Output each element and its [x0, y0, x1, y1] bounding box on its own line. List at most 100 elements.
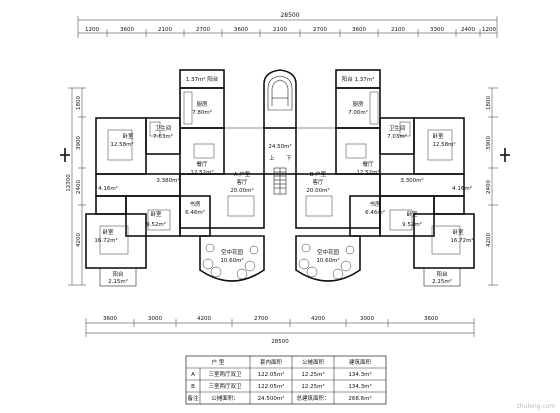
garden-left-area: 10.60m²	[220, 257, 243, 264]
left-total-dimension: 12300	[66, 174, 72, 192]
right-dimension-chain: 1800 3900 2400 4200	[486, 87, 510, 286]
table-row-b-shared: 12.25m²	[301, 383, 324, 390]
study-right-label: 书房	[369, 200, 381, 208]
left-sky-garden	[199, 235, 265, 282]
top-dim-5: 3600	[234, 27, 248, 33]
top-dim-4: 2700	[196, 27, 210, 33]
dining-left-area: 12.52m²	[190, 169, 213, 176]
kitchen-right-label: 厨房	[352, 100, 364, 108]
center-core	[263, 69, 297, 195]
watermark: zhulong.com	[517, 403, 556, 410]
living-left-area: 20.00m²	[230, 187, 253, 194]
right-dim-1: 1800	[486, 96, 492, 110]
balcony-bl-area: 2.15m²	[108, 278, 128, 285]
top-dim-9: 2100	[391, 27, 405, 33]
top-total-dimension: 28500	[280, 12, 299, 19]
bedroom-br-label: 卧室	[452, 228, 464, 236]
bedroom-tr-area: 12.58m²	[432, 141, 455, 148]
top-dim-3: 2100	[158, 27, 172, 33]
bedroom-mr-area: 9.52m²	[402, 221, 422, 228]
table-row-a-inner: 122.05m²	[258, 371, 285, 378]
table-row-b-building: 134.3m²	[348, 383, 371, 390]
closet-left-area: 4.16m²	[98, 185, 118, 192]
top-dim-11: 2400	[461, 27, 475, 33]
bottom-dimension-chain: 3600 3000 4200 2700 4200 3000 3600 28500	[85, 316, 475, 345]
left-dimension-chain: 12300 1800 3900 2400 4200	[60, 87, 86, 286]
stair-down-label: 下	[286, 155, 292, 162]
table-footer-note: 备注	[187, 394, 199, 402]
balcony-br-label: 阳台	[436, 270, 448, 278]
bath-right-label: 卫生间	[389, 124, 406, 132]
kitchen-left-area: 7.80m²	[192, 109, 212, 116]
balcony-br-area: 2.15m²	[432, 278, 452, 285]
right-dim-3: 2400	[486, 180, 492, 194]
table-row-b-layout: 三室两厅双卫	[208, 382, 242, 390]
table-row-a-shared: 12.25m²	[301, 371, 324, 378]
corridor-left-area: 3.380m²	[156, 177, 179, 184]
bottom-dim-4: 2700	[254, 316, 268, 322]
table-header-building-area: 建筑面积	[349, 358, 372, 366]
top-dim-2: 3600	[120, 27, 134, 33]
top-dim-1: 1200	[85, 27, 99, 33]
core-labels: 24.50m² 上 下	[268, 143, 292, 162]
top-dim-12: 1200	[482, 27, 496, 33]
table-footer-shared-value: 24.500m²	[258, 395, 285, 402]
top-dim-10: 3300	[430, 27, 444, 33]
furniture	[99, 91, 461, 255]
right-room-labels: 阳台 1.37m² 厨房 7.00m² 卫生间 7.03m² 卧室 12.58m…	[306, 75, 473, 285]
right-dim-2: 3900	[486, 136, 492, 150]
bottom-total-dimension: 28500	[271, 339, 289, 345]
left-unit-walls	[85, 69, 265, 287]
bedroom-bl-area: 16.72m²	[94, 237, 117, 244]
core-area: 24.50m²	[268, 143, 291, 150]
right-dim-4: 4200	[486, 233, 492, 247]
table-row-b-inner: 122.05m²	[258, 383, 285, 390]
bedroom-tr-label: 卧室	[432, 132, 444, 140]
bottom-dim-6: 3000	[360, 316, 374, 322]
top-dim-8: 3600	[352, 27, 366, 33]
table-header-unit: 户 型	[212, 358, 225, 366]
left-dim-1: 1800	[76, 96, 82, 110]
bath-left-area: 7.03m²	[153, 133, 173, 140]
left-room-labels: 1.37m² 阳台 厨房 7.80m² 卫生间 7.03m² 卧室 12.58m…	[94, 75, 253, 285]
left-dim-2: 3900	[76, 136, 82, 150]
top-dim-6: 2100	[273, 27, 287, 33]
bottom-dim-3: 4200	[197, 316, 211, 322]
bedroom-mr-label: 卧室	[406, 210, 418, 218]
dining-right-label: 餐厅	[362, 160, 374, 168]
bedroom-br-area: 16.72m²	[450, 237, 473, 244]
table-header-shared-area: 公摊面积	[302, 358, 325, 366]
table-footer-total-value: 268.6m²	[348, 395, 371, 402]
bath-right-area: 7.03m²	[387, 133, 407, 140]
bedroom-tl-area: 12.58m²	[110, 141, 133, 148]
unit-left-label: A 户型	[234, 170, 251, 178]
table-row-b-type: B	[191, 384, 195, 390]
right-unit-walls	[295, 69, 475, 287]
top-dimension-chain: 28500 1200 3600 2100 2700 3600 2100 2700…	[77, 12, 498, 38]
table-row-a-building: 134.3m²	[348, 371, 371, 378]
kitchen-left-label: 厨房	[196, 100, 208, 108]
area-table: 户 型 套内面积 公摊面积 建筑面积 A 三室两厅双卫 122.05m² 12.…	[185, 355, 387, 405]
living-right-label: 客厅	[312, 178, 324, 186]
dining-right-area: 12.52m²	[356, 169, 379, 176]
dining-left-label: 餐厅	[196, 160, 208, 168]
living-right-area: 20.00m²	[306, 187, 329, 194]
stair-up-label: 上	[269, 154, 275, 162]
study-left-label: 书房	[189, 200, 201, 208]
balcony-top-right-label: 阳台 1.37m²	[342, 75, 375, 83]
garden-right-area: 10.60m²	[316, 257, 339, 264]
bottom-dim-2: 3000	[148, 316, 162, 322]
bedroom-bl-label: 卧室	[102, 228, 114, 236]
top-dim-7: 2700	[313, 27, 327, 33]
table-row-a-type: A	[191, 372, 195, 378]
living-left-label: 客厅	[236, 178, 248, 186]
closet-right-area: 4.16m²	[452, 185, 472, 192]
right-sky-garden	[295, 235, 361, 282]
garden-left-label: 空中花园	[221, 248, 244, 256]
bath-left-label: 卫生间	[155, 124, 172, 132]
corridor-right-area: 3.300m²	[400, 177, 423, 184]
study-right-area: 6.46m²	[365, 209, 385, 216]
unit-right-label: B 户型	[310, 170, 327, 178]
balcony-top-left-label: 1.37m² 阳台	[186, 75, 219, 83]
